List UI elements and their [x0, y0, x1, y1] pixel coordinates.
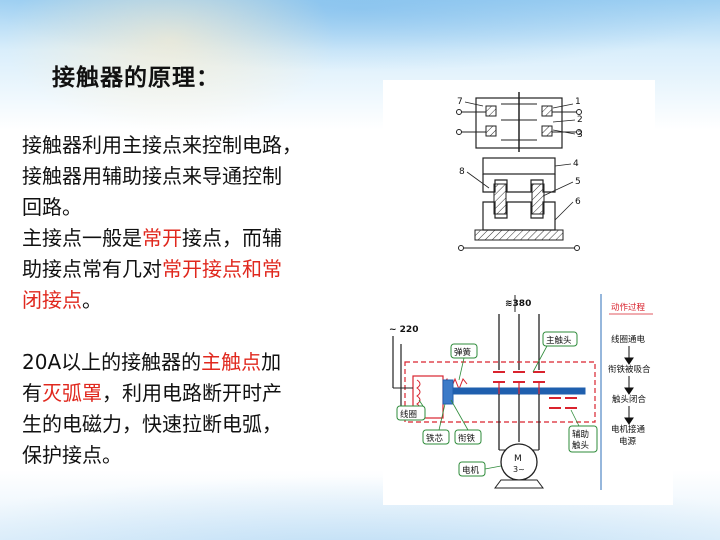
label-5: 5 — [575, 177, 581, 187]
process-title: 动作过程 — [611, 302, 646, 313]
label-armature: 衔铁 — [458, 433, 476, 444]
label-motor: 电机 — [462, 465, 480, 476]
motor-phase: 3~ — [513, 465, 525, 474]
voltage-220: ~ 220 — [389, 325, 418, 335]
para3-line2: 有灭弧罩，利用电路断开时产 — [22, 381, 282, 405]
highlight-main-contact: 主触点 — [201, 350, 262, 374]
step-1: 线圈通电 — [611, 334, 646, 345]
label-3: 3 — [577, 130, 583, 140]
label-iron-core: 铁芯 — [426, 433, 444, 444]
slide-title: 接触器的原理： — [52, 65, 220, 91]
highlight-closed-contacts: 闭接点 — [22, 288, 82, 312]
highlight-normally-open: 常开 — [142, 226, 182, 250]
para1-line2: 接触器用辅助接点来导通控制 — [22, 164, 282, 188]
label-aux-contact-1: 辅助 — [572, 429, 589, 440]
label-spring: 弹簧 — [454, 347, 472, 358]
label-1: 1 — [575, 97, 581, 107]
label-7: 7 — [457, 97, 463, 107]
voltage-380: ≋380 — [505, 299, 531, 309]
highlight-contacts: 常开接点和常 — [162, 257, 282, 281]
body-text: 接触器利用主接点来控制电路， 接触器用辅助接点来导通控制 回路。 主接点一般是常… — [22, 130, 362, 471]
para3-line3: 生的电磁力，快速拉断电弧， — [22, 412, 282, 436]
para2-line2: 助接点常有几对常开接点和常 — [22, 257, 282, 281]
highlight-arc-chute: 灭弧罩 — [42, 381, 102, 405]
para2-line3: 闭接点。 — [22, 288, 102, 312]
step-3: 触头闭合 — [612, 394, 647, 405]
step-5: 电源 — [619, 436, 637, 447]
label-4: 4 — [573, 159, 579, 169]
label-6: 6 — [575, 197, 581, 207]
label-2: 2 — [577, 115, 583, 125]
step-4: 电机接通 — [611, 424, 646, 435]
para3-line1: 20A以上的接触器的主触点加 — [22, 350, 282, 374]
contactor-working-diagram: ≋380 — [383, 290, 673, 505]
para1-line3: 回路。 — [22, 195, 82, 219]
para1-line1: 接触器利用主接点来控制电路， — [22, 133, 302, 157]
motor-m: M — [514, 454, 522, 464]
label-coil: 线圈 — [400, 409, 417, 420]
para2-line1: 主接点一般是常开接点，而辅 — [22, 226, 282, 250]
para3-line4: 保护接点。 — [22, 443, 122, 467]
label-main-contact: 主触头 — [546, 335, 572, 346]
contactor-structure-diagram: 7 1 2 3 8 4 5 6 — [383, 80, 655, 276]
step-2: 衔铁被吸合 — [608, 364, 651, 375]
label-8: 8 — [459, 167, 465, 177]
label-aux-contact-2: 触头 — [572, 440, 590, 451]
